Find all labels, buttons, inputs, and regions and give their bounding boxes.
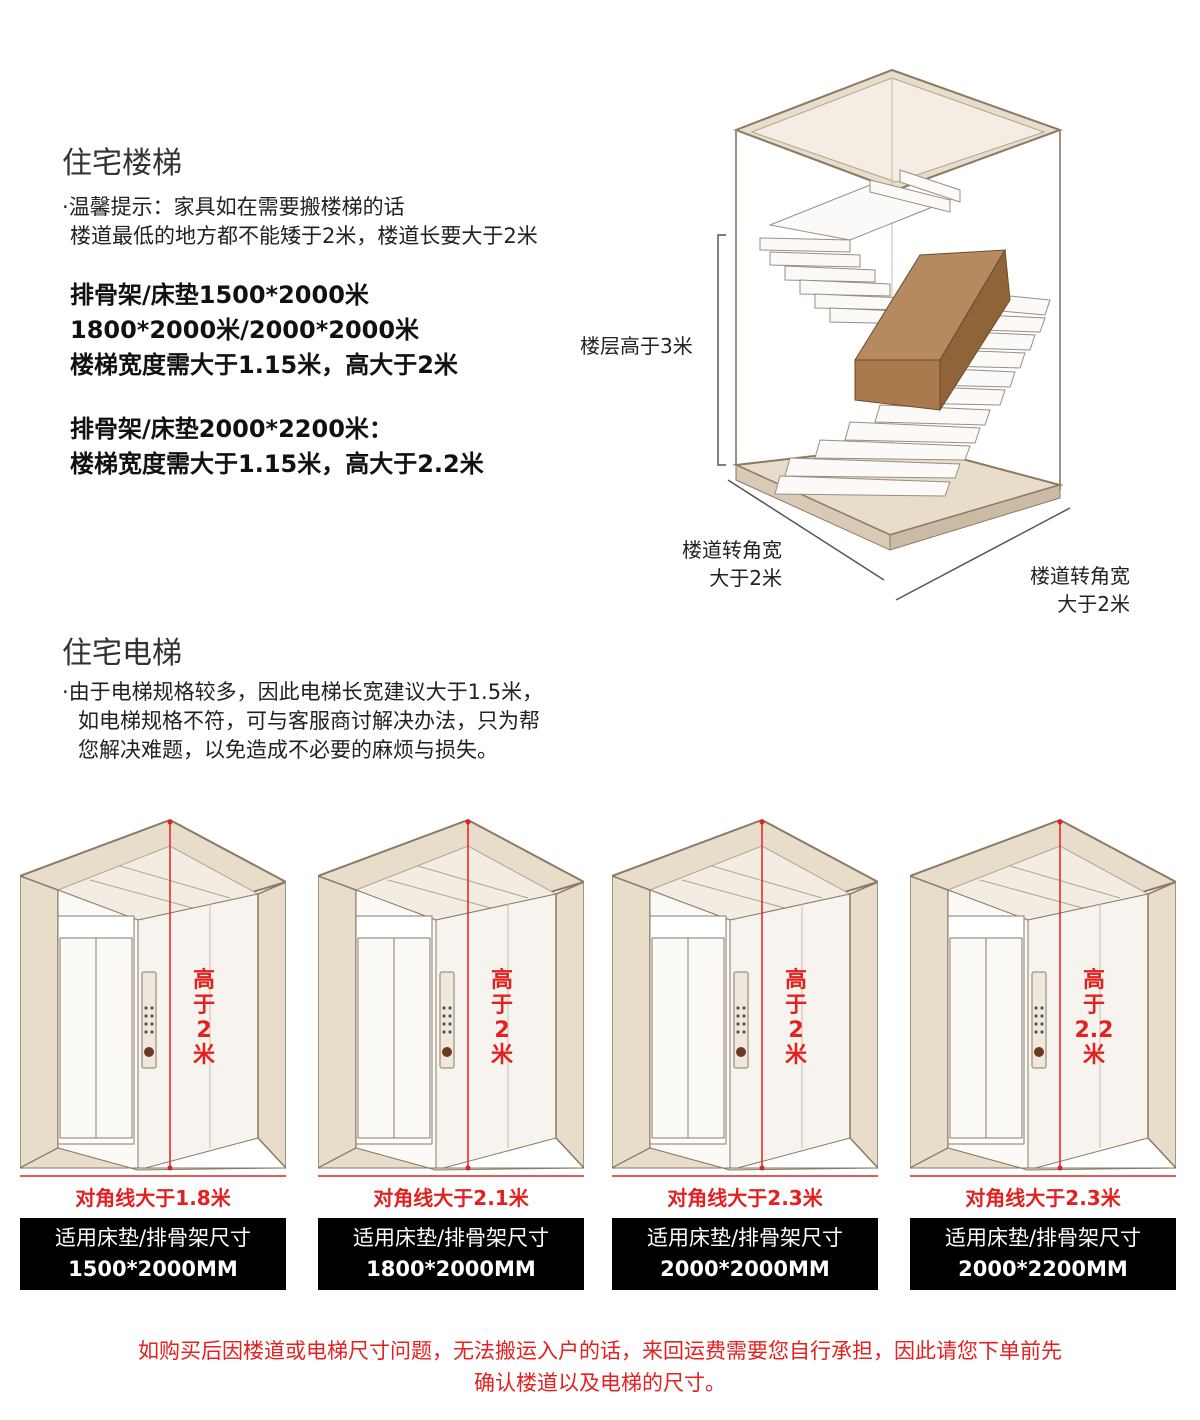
bottom-notice: 如购买后因楼道或电梯尺寸问题，无法搬运入户的话，来回运费需要您自行承担，因此请您… (60, 1335, 1140, 1399)
height-unit: 米 (1082, 1043, 1105, 1068)
height-label: 高 于 2.2 米 (1064, 968, 1124, 1068)
height-char-2: 于 (1082, 993, 1105, 1018)
height-label: 高 于 2 米 (472, 968, 532, 1068)
height-char-1: 高 (1082, 968, 1105, 993)
spec1-line1: 排骨架/床垫1500*2000米 (70, 281, 369, 309)
stairwell-illustration (717, 68, 1071, 601)
size-box-title: 适用床垫/排骨架尺寸 (54, 1226, 252, 1250)
elevator-card: 高 于 2 米 对角线大于2.1米 适用床垫/排骨架尺寸 1800*2000MM (318, 818, 584, 1298)
diagonal-label: 对角线大于2.1米 (373, 1186, 529, 1210)
corner-right-line2: 大于2米 (1057, 592, 1130, 616)
height-char-2: 于 (784, 993, 807, 1018)
elevator-tip-line1: 由于电梯规格较多，因此电梯长宽建议大于1.5米， (68, 680, 544, 704)
stairs-tip-line2: 楼道最低的地方都不能矮于2米，楼道长要大于2米 (70, 224, 538, 248)
elevator-cabin-illustration (318, 818, 584, 1177)
spec1-line3: 楼梯宽度需大于1.15米，高大于2米 (70, 351, 458, 379)
height-unit: 米 (784, 1043, 807, 1068)
floor-height-label: 楼层高于3米 (580, 334, 693, 358)
size-box-title: 适用床垫/排骨架尺寸 (352, 1226, 550, 1250)
size-box: 适用床垫/排骨架尺寸 2000*2000MM (612, 1218, 878, 1290)
size-box: 适用床垫/排骨架尺寸 1500*2000MM (20, 1218, 286, 1290)
height-value: 2.2 (1074, 1018, 1114, 1043)
size-box-title: 适用床垫/排骨架尺寸 (646, 1226, 844, 1250)
height-value: 2 (494, 1018, 510, 1043)
tip-bullet: · (62, 195, 69, 219)
elevator-tip-line3: 您解决难题，以免造成不必要的麻烦与损失。 (78, 738, 498, 762)
corner-right-line1: 楼道转角宽 (1030, 564, 1130, 588)
diagonal-label: 对角线大于1.8米 (75, 1186, 231, 1210)
elevator-cabin-illustration (910, 818, 1176, 1177)
height-unit: 米 (192, 1043, 215, 1068)
spec2-line2: 楼梯宽度需大于1.15米，高大于2.2米 (70, 450, 484, 478)
diagonal-label: 对角线大于2.3米 (965, 1186, 1121, 1210)
elevator-card: 高 于 2 米 对角线大于2.3米 适用床垫/排骨架尺寸 2000*2000MM (612, 818, 878, 1298)
size-box-value: 1800*2000MM (366, 1257, 536, 1281)
spec1-line2: 1800*2000米/2000*2000米 (70, 316, 420, 344)
stairs-tip-line1: 温馨提示：家具如在需要搬楼梯的话 (68, 195, 405, 219)
height-value: 2 (196, 1018, 212, 1043)
size-box-value: 2000*2200MM (958, 1257, 1128, 1281)
height-unit: 米 (490, 1043, 513, 1068)
height-label: 高 于 2 米 (174, 968, 234, 1068)
elevator-cabin-illustration (612, 818, 878, 1177)
elevator-tip: ·由于电梯规格较多，因此电梯长宽建议大于1.5米， 如电梯规格不符，可与客服商讨… (62, 678, 543, 765)
elevator-card: 高 于 2 米 对角线大于1.8米 适用床垫/排骨架尺寸 1500*2000MM (20, 818, 286, 1298)
height-char-1: 高 (784, 968, 807, 993)
notice-line2: 确认楼道以及电梯的尺寸。 (474, 1371, 726, 1395)
notice-line1: 如购买后因楼道或电梯尺寸问题，无法搬运入户的话，来回运费需要您自行承担，因此请您… (138, 1339, 1062, 1363)
size-box-title: 适用床垫/排骨架尺寸 (944, 1226, 1142, 1250)
height-label: 高 于 2 米 (766, 968, 826, 1068)
elevator-cabin-illustration (20, 818, 286, 1177)
elevator-tip-line2: 如电梯规格不符，可与客服商讨解决办法，只为帮 (78, 709, 540, 733)
size-box-value: 1500*2000MM (68, 1257, 238, 1281)
stairs-spec-2: 排骨架/床垫2000*2200米： 楼梯宽度需大于1.15米，高大于2.2米 (70, 412, 484, 482)
tip-bullet: · (62, 680, 69, 704)
height-char-1: 高 (490, 968, 513, 993)
height-char-1: 高 (192, 968, 215, 993)
stairs-spec-1: 排骨架/床垫1500*2000米 1800*2000米/2000*2000米 楼… (70, 278, 458, 383)
elevator-card: 高 于 2.2 米 对角线大于2.3米 适用床垫/排骨架尺寸 2000*2200… (910, 818, 1176, 1298)
elevator-title: 住宅电梯 (62, 636, 182, 671)
size-box: 适用床垫/排骨架尺寸 2000*2200MM (910, 1218, 1176, 1290)
corner-left-line2: 大于2米 (709, 566, 782, 590)
size-box: 适用床垫/排骨架尺寸 1800*2000MM (318, 1218, 584, 1290)
corner-width-label-right: 楼道转角宽 大于2米 (990, 562, 1130, 618)
diagonal-label: 对角线大于2.3米 (667, 1186, 823, 1210)
size-box-value: 2000*2000MM (660, 1257, 830, 1281)
height-value: 2 (788, 1018, 804, 1043)
stairs-tip: ·温馨提示：家具如在需要搬楼梯的话 楼道最低的地方都不能矮于2米，楼道长要大于2… (62, 193, 538, 251)
corner-left-line1: 楼道转角宽 (682, 538, 782, 562)
spec2-line1: 排骨架/床垫2000*2200米： (70, 415, 393, 443)
corner-width-label-left: 楼道转角宽 大于2米 (640, 536, 782, 592)
stairs-title: 住宅楼梯 (62, 146, 182, 181)
height-char-2: 于 (490, 993, 513, 1018)
height-char-2: 于 (192, 993, 215, 1018)
